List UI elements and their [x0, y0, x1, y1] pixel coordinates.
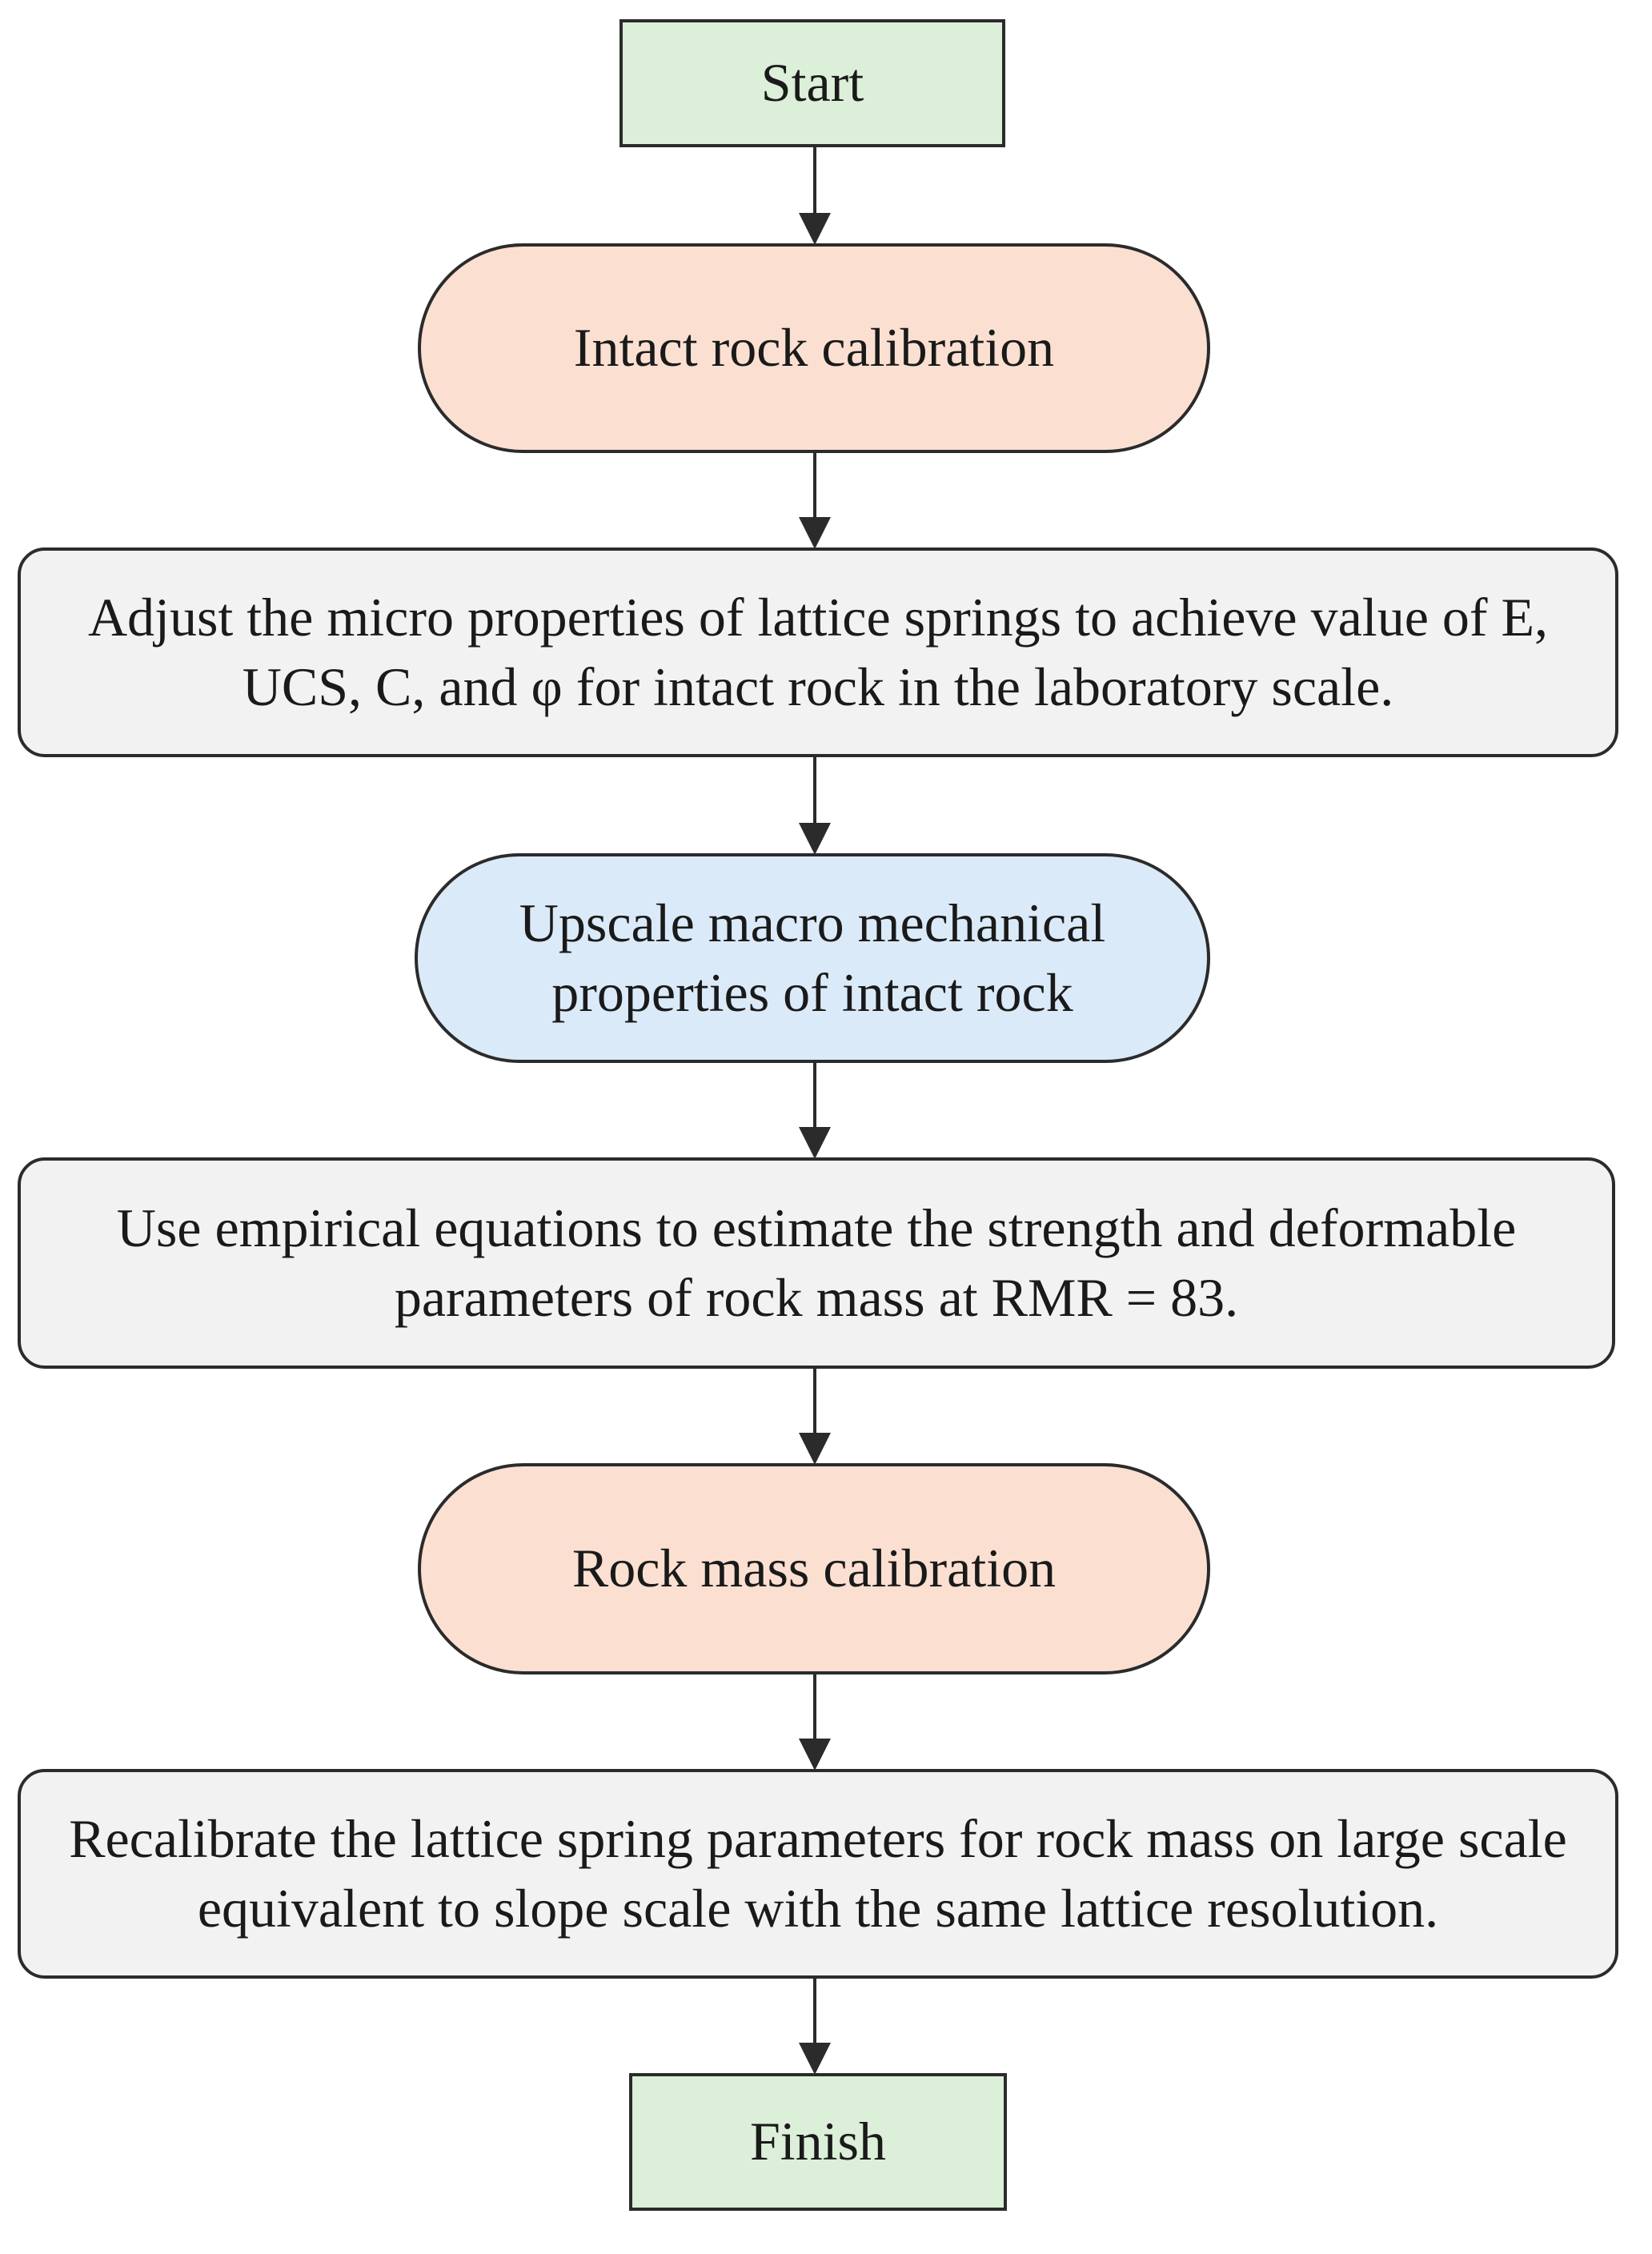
finish-node: Finish	[629, 2073, 1007, 2211]
upscale-macro-properties-node: Upscale macro mechanical properties of i…	[415, 853, 1210, 1063]
start-label: Start	[760, 52, 864, 114]
rock-mass-calibration-label: Rock mass calibration	[571, 1538, 1057, 1599]
recalibrate-lattice-label: Recalibrate the lattice spring parameter…	[69, 1807, 1567, 1939]
adjust-micro-properties-label: Adjust the micro properties of lattice s…	[87, 586, 1549, 717]
finish-label: Finish	[749, 2111, 887, 2172]
recalibrate-lattice-node: Recalibrate the lattice spring parameter…	[18, 1769, 1618, 1979]
intact-rock-calibration-label: Intact rock calibration	[573, 317, 1055, 379]
intact-rock-calibration-node: Intact rock calibration	[418, 243, 1210, 453]
empirical-equations-node: Use empirical equations to estimate the …	[18, 1157, 1615, 1369]
adjust-micro-properties-node: Adjust the micro properties of lattice s…	[18, 547, 1618, 757]
start-node: Start	[620, 19, 1005, 147]
upscale-macro-properties-label: Upscale macro mechanical properties of i…	[519, 892, 1106, 1023]
rock-mass-calibration-node: Rock mass calibration	[418, 1463, 1210, 1674]
empirical-equations-label: Use empirical equations to estimate the …	[116, 1197, 1517, 1328]
